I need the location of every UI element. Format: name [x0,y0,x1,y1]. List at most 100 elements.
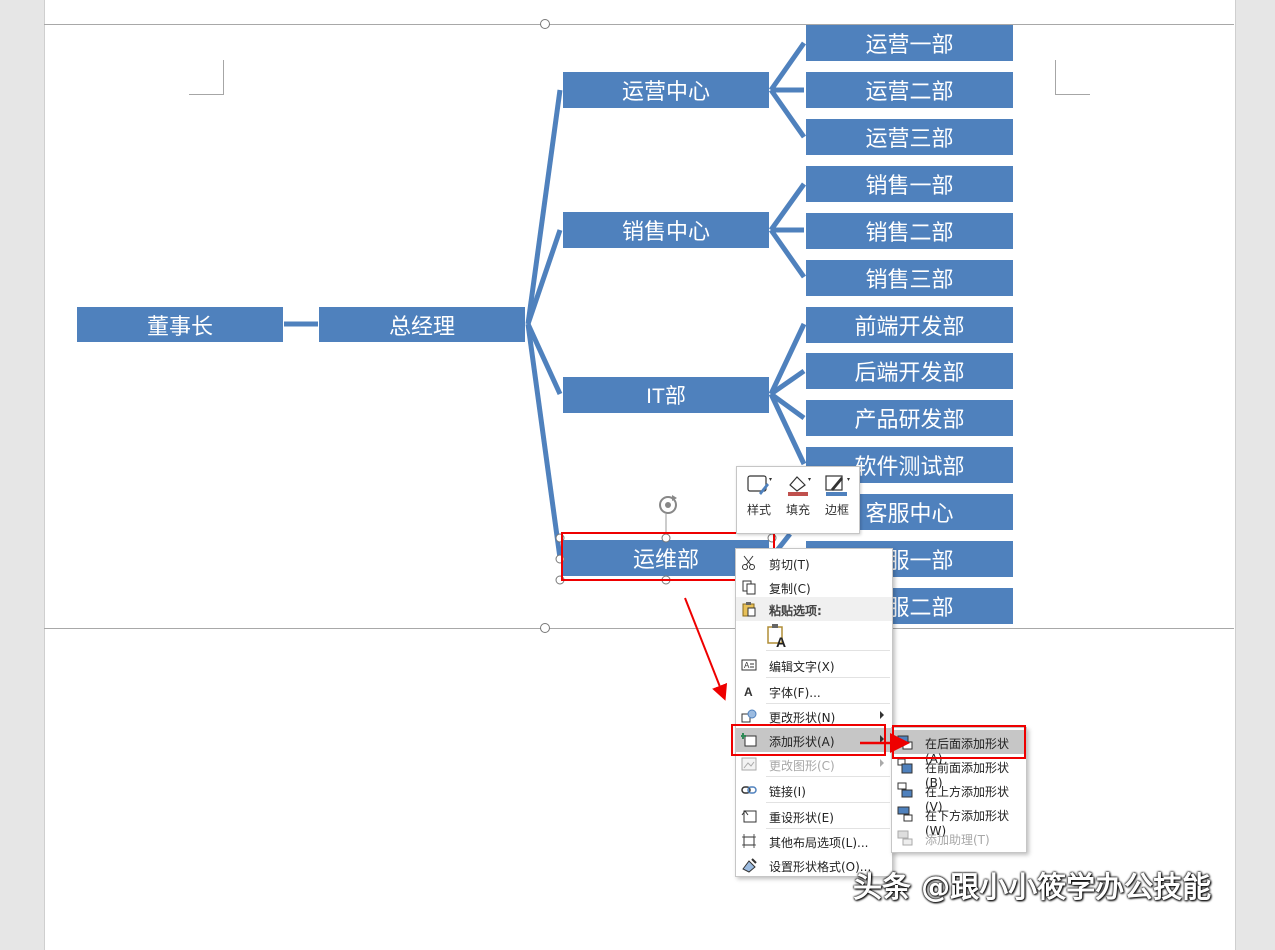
org-box-manager[interactable]: 总经理 [319,307,525,342]
font-icon: A [744,685,753,699]
org-box-dept[interactable]: 销售一部 [806,166,1013,202]
paste-keep-text-only-button[interactable]: A [766,623,790,650]
org-box-center[interactable]: IT部 [563,377,769,413]
menu-item-add-shape[interactable]: 添加形状(A) [736,728,892,752]
submenu-item-add-below[interactable]: 在下方添加形状(W) [892,802,1026,838]
org-box-center[interactable]: 运营中心 [563,72,769,108]
org-box-selected[interactable]: 运维部 [563,540,769,576]
svg-text:A: A [776,634,786,649]
menu-item-change-shape[interactable]: 更改形状(N) [736,704,892,728]
menu-label: 其他布局选项(L)... [769,836,869,850]
link-icon [741,786,757,794]
org-box-root[interactable]: 董事长 [77,307,283,342]
menu-label: 链接(I) [769,785,806,799]
menu-label: 编辑文字(X) [769,660,835,674]
submenu-arrow-icon [880,735,884,743]
org-box-dept[interactable]: 后端开发部 [806,353,1013,389]
highlight-add-shape [731,724,886,756]
menu-item-format-shape[interactable]: 设置形状格式(O)... [736,853,892,877]
menu-label: 添加助理(T) [925,833,990,847]
menu-separator [766,703,890,704]
svg-text:A: A [744,685,753,699]
change-graphic-icon [741,757,757,771]
add-shape-icon [741,733,757,747]
style-button[interactable]: 样式 [741,473,777,529]
submenu-arrow-icon [880,711,884,719]
menu-label: 复制(C) [769,582,811,596]
smartart-frame-bottom [44,628,1234,629]
fill-button[interactable]: 填充 [780,473,816,529]
document-page [44,0,1236,950]
submenu-item-add-before[interactable]: 在前面添加形状(B) [892,754,1026,790]
scissors-icon [742,555,755,570]
margin-corner-right [1055,60,1090,95]
menu-item-link[interactable]: 链接(I) [736,778,892,802]
menu-label: 在下方添加形状(W) [925,809,1010,838]
layout-options-icon [742,834,756,848]
org-box-dept[interactable]: 前端开发部 [806,307,1013,343]
menu-label: 更改图形(C) [769,759,835,773]
menu-separator [766,828,890,829]
menu-label: 更改形状(N) [769,711,836,725]
menu-item-copy[interactable]: 复制(C) [736,575,892,599]
watermark-text: 头条 @跟小小筱学办公技能 [853,870,1212,904]
menu-label: 剪切(T) [769,558,810,572]
menu-label: 粘贴选项: [769,604,822,618]
smartart-frame-top [44,24,1234,25]
org-box-dept[interactable]: 运营一部 [806,25,1013,61]
menu-label: 字体(F)... [769,686,821,700]
rotate-handle-icon[interactable] [656,493,680,517]
menu-item-font[interactable]: A 字体(F)... [736,679,892,703]
org-box-dept[interactable]: 运营三部 [806,119,1013,155]
menu-separator [766,802,890,803]
change-shape-icon [741,709,757,723]
org-box-dept[interactable]: 产品研发部 [806,400,1013,436]
menu-label: 添加形状(A) [769,735,835,749]
menu-label: 在上方添加形状(V) [925,785,1010,814]
submenu-arrow-icon [880,759,884,767]
margin-corner-left [189,60,224,95]
border-label: 边框 [824,503,849,517]
add-shape-submenu: 在后面添加形状(A) 在前面添加形状(B) 在上方添加形状(V) 在下方添加形状… [891,727,1027,853]
paint-bucket-icon [788,476,811,496]
org-box-dept[interactable]: 销售二部 [806,213,1013,249]
org-chart-connectors [284,41,807,560]
context-menu: 剪切(T) 复制(C) 粘贴选项: A A 编辑文字(X) A 字体(F)...… [735,548,893,877]
org-box-dept[interactable]: 销售三部 [806,260,1013,296]
add-before-icon [897,758,913,774]
org-box-center[interactable]: 销售中心 [563,212,769,248]
frame-resize-handle-bottom[interactable] [540,623,550,633]
menu-separator [766,650,890,651]
shape-style-icon [747,475,772,495]
menu-separator [766,776,890,777]
clipboard-icon [742,602,756,617]
style-label: 样式 [746,503,771,517]
menu-item-cut[interactable]: 剪切(T) [736,551,892,575]
submenu-item-add-after[interactable]: 在后面添加形状(A) [892,730,1026,766]
menu-header-paste-options: 粘贴选项: [736,597,892,621]
mini-toolbar: 样式 填充 边框 [736,466,860,534]
add-above-icon [897,782,913,798]
add-below-icon [897,806,913,822]
reset-shape-icon [741,810,757,823]
menu-label: 重设形状(E) [769,811,834,825]
paste-text-icon: A [767,624,786,650]
edit-text-icon: A [741,659,757,671]
menu-item-change-graphic[interactable]: 更改图形(C) [736,752,892,776]
fill-label: 填充 [785,503,810,517]
pen-outline-icon [825,475,850,496]
border-button[interactable]: 边框 [819,473,855,529]
frame-resize-handle-top[interactable] [540,19,550,29]
add-assistant-icon [897,830,913,846]
menu-item-reset-shape[interactable]: 重设形状(E) [736,804,892,828]
submenu-item-add-above[interactable]: 在上方添加形状(V) [892,778,1026,814]
menu-label: 设置形状格式(O)... [769,860,872,874]
copy-icon [742,580,756,595]
menu-separator [766,677,890,678]
org-box-dept[interactable]: 运营二部 [806,72,1013,108]
menu-item-more-layout[interactable]: 其他布局选项(L)... [736,829,892,853]
submenu-item-add-assistant[interactable]: 添加助理(T) [892,826,1026,850]
menu-item-edit-text[interactable]: A 编辑文字(X) [736,653,892,677]
format-shape-icon [742,858,757,873]
menu-label: 在前面添加形状(B) [925,761,1010,790]
